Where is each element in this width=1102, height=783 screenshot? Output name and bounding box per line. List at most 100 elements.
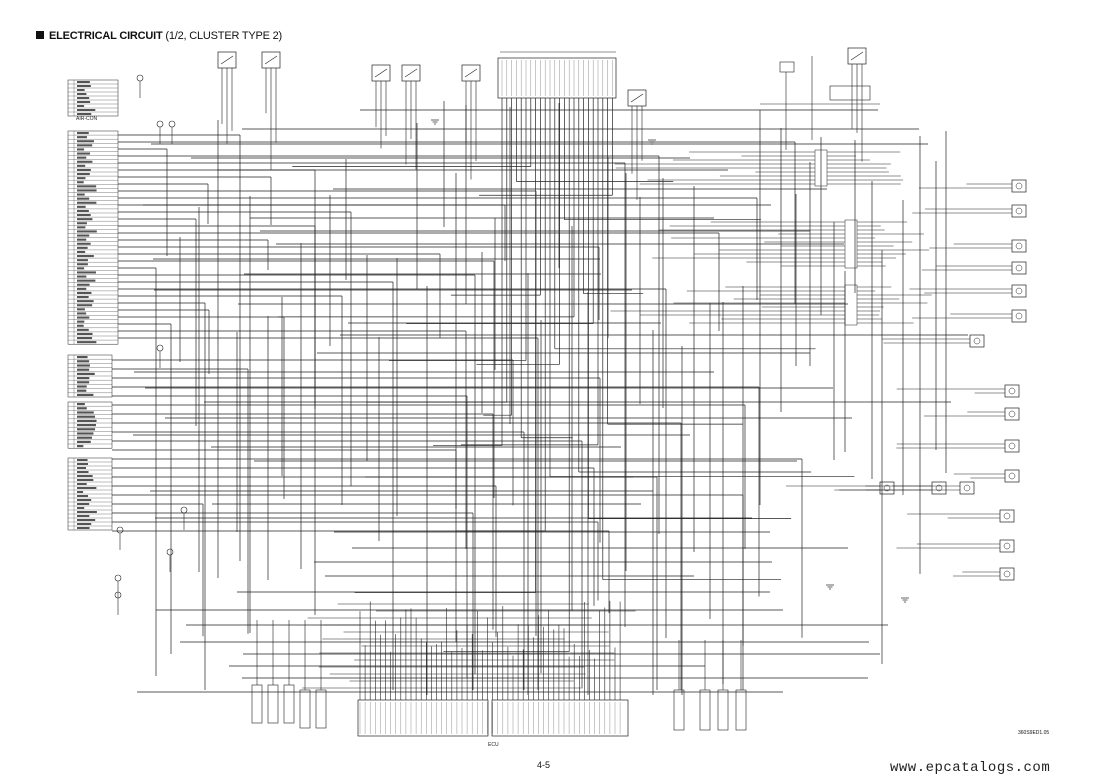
pin-label-mark	[77, 523, 92, 525]
component-box	[829, 85, 871, 101]
pin-label-mark	[77, 113, 92, 115]
connector-block	[67, 79, 119, 117]
pin-label-mark	[77, 259, 88, 262]
pin-label-mark	[77, 411, 94, 414]
pin-label-mark	[77, 324, 84, 327]
component-box	[1011, 261, 1027, 275]
aircon-label: AIR-CON	[76, 116, 98, 122]
doc-number: 360S9ED1.05	[1018, 730, 1050, 736]
connector-block	[717, 689, 729, 731]
component-symbol	[1015, 182, 1023, 190]
page-number: 4-5	[537, 760, 551, 770]
pin-label-mark	[77, 372, 95, 375]
pin-label-mark	[77, 255, 94, 258]
pin-label-mark	[77, 263, 88, 266]
terminal-symbol	[156, 120, 164, 128]
pin-label-mark	[77, 173, 90, 176]
component-box	[931, 481, 947, 495]
pin-label-mark	[77, 424, 96, 427]
pin-label-mark	[77, 377, 90, 380]
component-box	[1004, 469, 1020, 483]
terminal-symbol	[180, 506, 188, 514]
pin-label-mark	[77, 234, 90, 237]
pin-label-mark	[77, 385, 87, 388]
pin-label-mark	[77, 81, 90, 83]
pin-label-mark	[77, 428, 96, 431]
pin-label-mark	[77, 300, 94, 303]
pin-label-mark	[77, 487, 97, 489]
component-symbol	[1015, 207, 1023, 215]
pin-label-mark	[77, 507, 85, 509]
pin-label-mark	[77, 226, 86, 229]
pin-label-mark	[77, 283, 90, 286]
ecu-label: ECU	[488, 742, 499, 748]
pin-label-mark	[77, 360, 90, 363]
pin-label-mark	[77, 222, 87, 225]
pin-label-mark	[77, 296, 89, 299]
pin-label-mark	[77, 89, 85, 91]
pin-label-mark	[77, 308, 85, 311]
connector-block	[67, 401, 113, 449]
terminal-symbol	[156, 344, 164, 352]
terminal-symbol	[136, 74, 144, 82]
pin-label-mark	[77, 148, 85, 151]
watermark-text: www.epcatalogs.com	[890, 760, 1051, 776]
pin-label-mark	[77, 205, 86, 208]
pin-label-mark	[77, 368, 90, 371]
pin-label-mark	[77, 328, 89, 331]
pin-label-mark	[77, 193, 85, 196]
page-title: ELECTRICAL CIRCUIT (1/2, CLUSTER TYPE 2)	[36, 30, 282, 42]
pin-label-mark	[77, 415, 96, 418]
component-box	[1011, 309, 1027, 323]
pin-label-mark	[77, 432, 94, 435]
pin-label-mark	[77, 160, 93, 163]
pin-label-mark	[77, 407, 87, 410]
component-box	[999, 509, 1015, 523]
pin-label-mark	[77, 136, 87, 139]
pin-label-mark	[77, 467, 87, 469]
pin-label-mark	[77, 403, 85, 406]
component-box	[1004, 384, 1020, 398]
pin-label-mark	[77, 459, 88, 461]
pin-label-mark	[77, 463, 89, 465]
ecu-connector	[357, 699, 489, 737]
component-symbol	[850, 51, 864, 61]
component-symbol	[1015, 264, 1023, 272]
pin-label-mark	[77, 189, 97, 192]
ecu-connector	[491, 699, 629, 737]
pin-label-mark	[77, 144, 93, 147]
pin-label-mark	[77, 445, 84, 448]
pin-label-mark	[77, 279, 96, 282]
component-box	[1011, 179, 1027, 193]
pin-label-mark	[77, 177, 86, 180]
pin-label-mark	[77, 471, 89, 473]
connector-block	[735, 689, 747, 731]
bullet-square-icon	[36, 31, 44, 39]
component-symbol	[1003, 570, 1011, 578]
pin-label-mark	[77, 250, 86, 253]
connector-block	[267, 684, 279, 724]
pin-label-mark	[77, 230, 97, 233]
pin-label-mark	[77, 271, 96, 274]
component-symbol	[630, 93, 644, 103]
pin-label-mark	[77, 519, 96, 521]
connector-block	[283, 684, 295, 724]
connector-block	[844, 284, 858, 326]
cluster-connector	[497, 57, 617, 99]
component-symbol	[1003, 512, 1011, 520]
pin-label-mark	[77, 440, 91, 443]
pin-label-mark	[77, 287, 87, 290]
terminal-symbol	[116, 526, 124, 534]
pin-label-mark	[77, 436, 92, 439]
component-symbol	[1008, 410, 1016, 418]
pin-label-mark	[77, 132, 89, 135]
pin-label-mark	[77, 320, 85, 323]
component-symbol	[1008, 442, 1016, 450]
pin-label-mark	[77, 267, 85, 270]
component-box	[1004, 439, 1020, 453]
component-symbol	[963, 484, 971, 492]
component-box	[999, 567, 1015, 581]
component-symbol	[973, 337, 981, 345]
pin-label-mark	[77, 304, 93, 307]
pin-label-mark	[77, 419, 97, 422]
